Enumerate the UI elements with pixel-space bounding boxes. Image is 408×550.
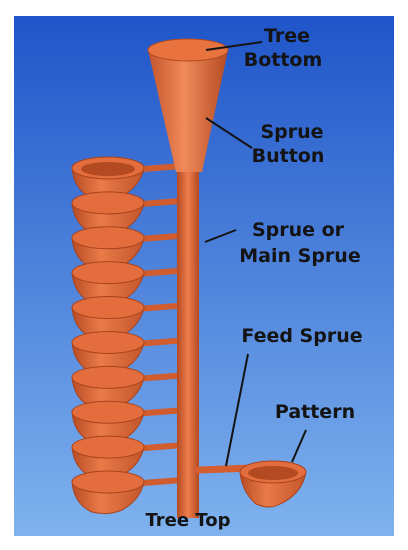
label-sprue-button-2: Button xyxy=(252,145,325,167)
tree-bottom-top-face xyxy=(148,39,228,61)
pattern-stack xyxy=(72,157,144,514)
label-pattern: Pattern xyxy=(275,401,355,423)
label-main-sprue-1: Sprue or xyxy=(252,219,345,241)
main-sprue xyxy=(177,168,199,518)
label-main-sprue-2: Main Sprue xyxy=(239,245,360,267)
label-tree-top: Tree Top xyxy=(146,510,231,531)
label-feed-sprue: Feed Sprue xyxy=(241,325,362,347)
label-sprue-button-1: Sprue xyxy=(260,121,323,143)
label-tree-bottom-1: Tree xyxy=(264,25,310,47)
label-tree-bottom-2: Bottom xyxy=(244,49,323,71)
